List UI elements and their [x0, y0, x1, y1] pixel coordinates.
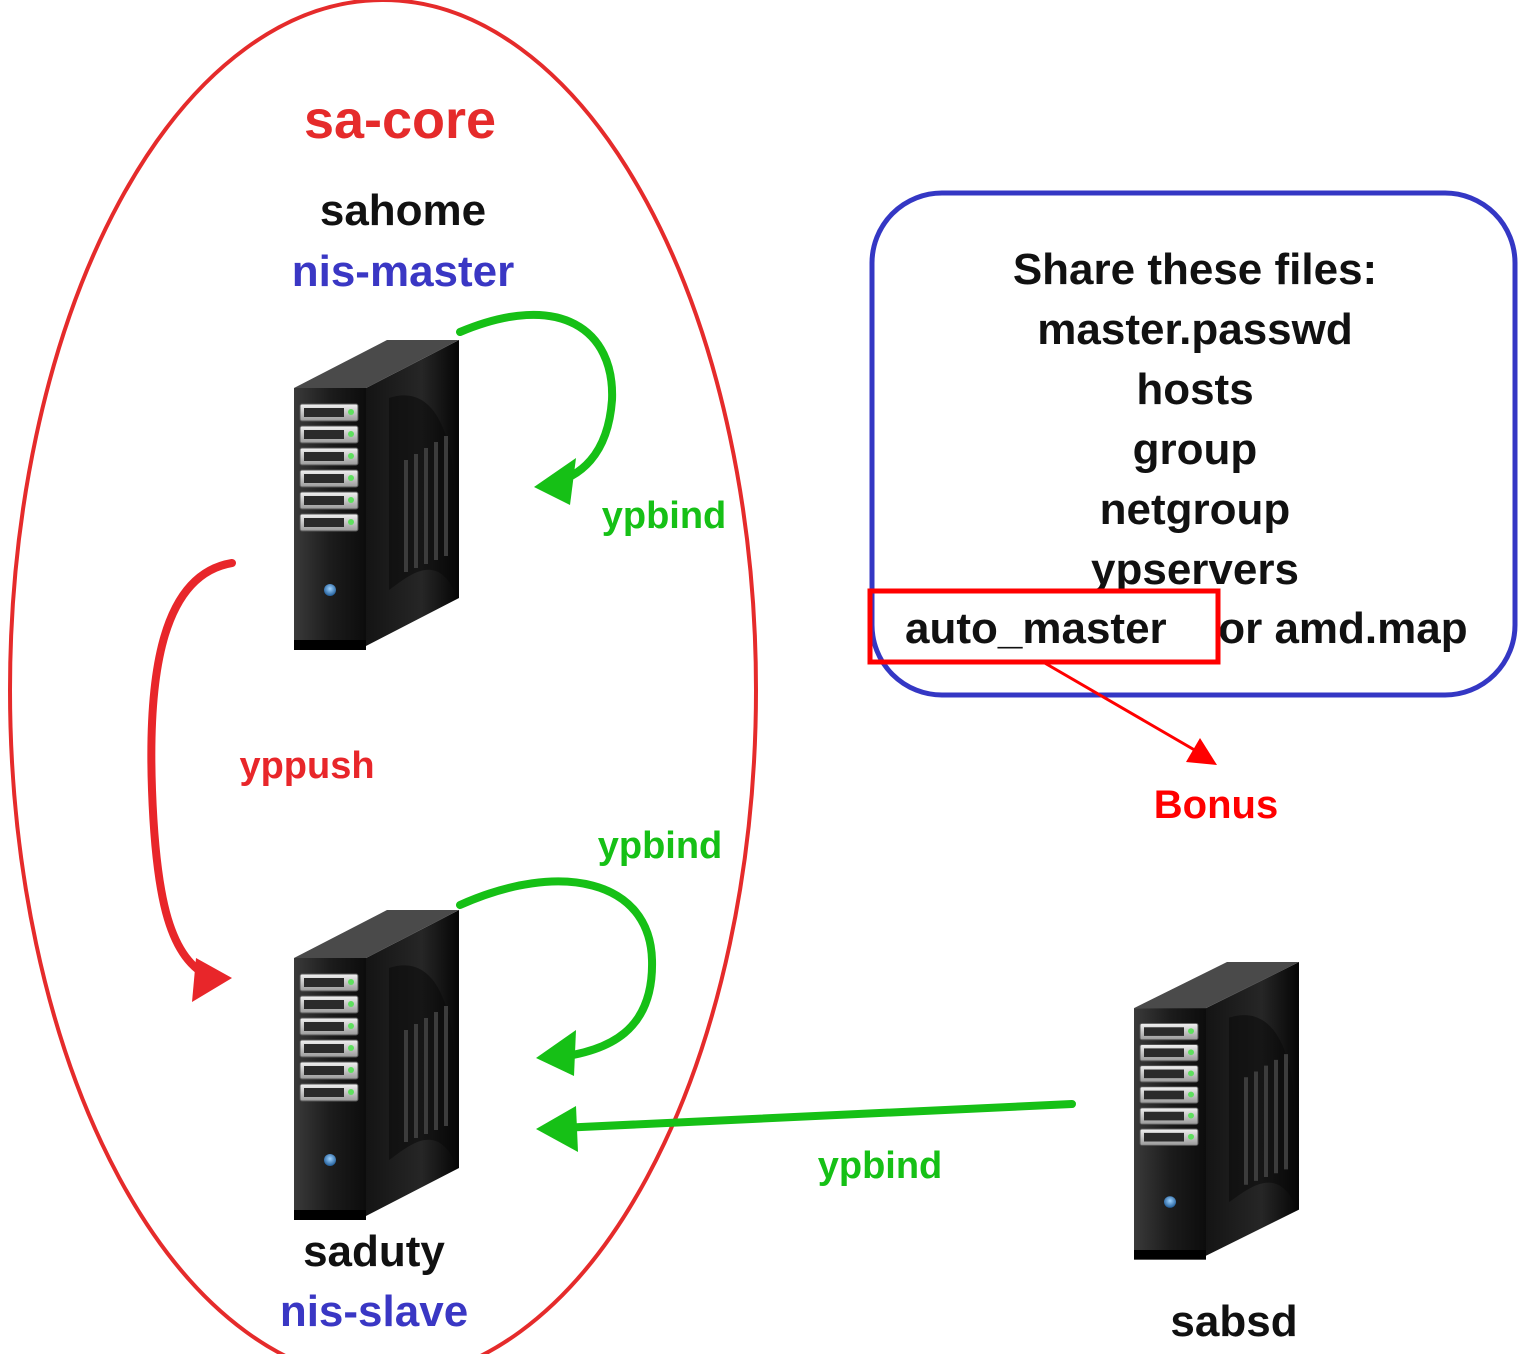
bonus-arrow: [1042, 660, 1199, 754]
shared-file-item: netgroup: [1100, 485, 1291, 534]
client-server-name: sabsd: [1170, 1297, 1297, 1346]
shared-file-amd: or amd.map: [1206, 604, 1468, 653]
sa-core-group-outline: [8, 0, 758, 1354]
master-ypbind-arrow: [456, 311, 617, 488]
yppush-label: yppush: [239, 745, 374, 787]
shared-file-automaster: auto_master: [905, 604, 1167, 653]
shared-files-box: [869, 190, 1518, 698]
shared-files-heading: Share these files:: [1013, 245, 1377, 294]
client-ypbind-arrow: [556, 1100, 1076, 1132]
shared-file-item: ypservers: [1091, 545, 1299, 594]
client-ypbind-arrowhead: [536, 1106, 578, 1152]
master-ypbind-arrowhead: [534, 458, 576, 505]
shared-file-item: hosts: [1136, 365, 1253, 414]
yppush-arrowhead: [192, 958, 232, 1002]
slave-server-name: saduty: [303, 1227, 445, 1276]
yppush-arrow: [147, 559, 236, 982]
slave-server-icon[interactable]: [292, 908, 461, 1222]
master-server-role: nis-master: [292, 247, 515, 296]
master-server-icon[interactable]: [292, 338, 461, 652]
master-ypbind-label: ypbind: [602, 495, 727, 537]
slave-server-role: nis-slave: [280, 1287, 468, 1336]
bonus-arrowhead: [1186, 738, 1217, 765]
client-server-icon[interactable]: [1132, 960, 1301, 1262]
shared-file-item: master.passwd: [1037, 305, 1353, 354]
slave-ypbind-arrowhead: [536, 1030, 576, 1076]
slave-ypbind-label: ypbind: [598, 825, 723, 867]
slave-ypbind-arrow: [456, 877, 657, 1062]
master-server-name: sahome: [320, 186, 486, 235]
client-ypbind-label: ypbind: [818, 1145, 943, 1187]
group-title: sa-core: [304, 90, 496, 150]
bonus-label: Bonus: [1154, 783, 1278, 827]
shared-file-item: group: [1133, 425, 1258, 474]
